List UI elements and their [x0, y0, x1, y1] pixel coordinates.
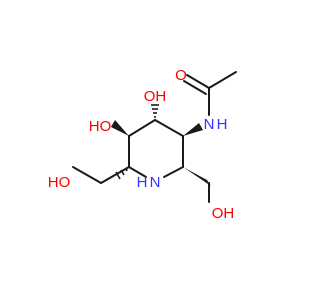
label-ring-nitrogen: N	[150, 174, 161, 191]
label-amide-nitrogen: N	[204, 116, 215, 133]
hash-c6-3	[115, 171, 121, 180]
bond-n-ring-c2	[163, 166, 184, 178]
bond-carbonyl-double-2	[183, 80, 207, 95]
label-right-hydroxymethyl-oh: OH	[212, 205, 235, 222]
atom-labels: O N H N H OH HO HO OH	[48, 67, 235, 222]
bond-c6-ch2-left	[100, 166, 130, 184]
bond-methyl-carbonyl	[208, 71, 237, 89]
wedge-c3-amide-n	[183, 123, 203, 136]
label-ring-hydrogen: H	[137, 174, 148, 191]
label-amide-hydrogen: H	[217, 116, 228, 133]
bond-c4-c5	[128, 119, 156, 137]
label-c4-hydroxyl: OH	[144, 88, 167, 105]
hash-c6-2	[120, 169, 125, 176]
label-c5-hydroxyl: HO	[89, 118, 112, 135]
wedge-c2-ch2	[183, 167, 211, 186]
bond-c6-n-ring	[128, 166, 147, 178]
bond-ch2-ho-left	[72, 166, 102, 184]
wedge-bonds	[111, 120, 211, 186]
label-left-hydroxymethyl-oh: HO	[48, 174, 71, 191]
bonds	[72, 71, 237, 203]
bond-carbonyl-double-1	[186, 74, 210, 89]
hash-c6-1	[125, 167, 128, 172]
molecule-structure: O N H N H OH HO HO OH	[48, 67, 237, 222]
label-carbonyl-oxygen: O	[175, 67, 187, 84]
wedge-c5-oh	[111, 120, 129, 136]
bond-c3-c4	[154, 119, 184, 137]
hash-bonds	[115, 104, 159, 180]
